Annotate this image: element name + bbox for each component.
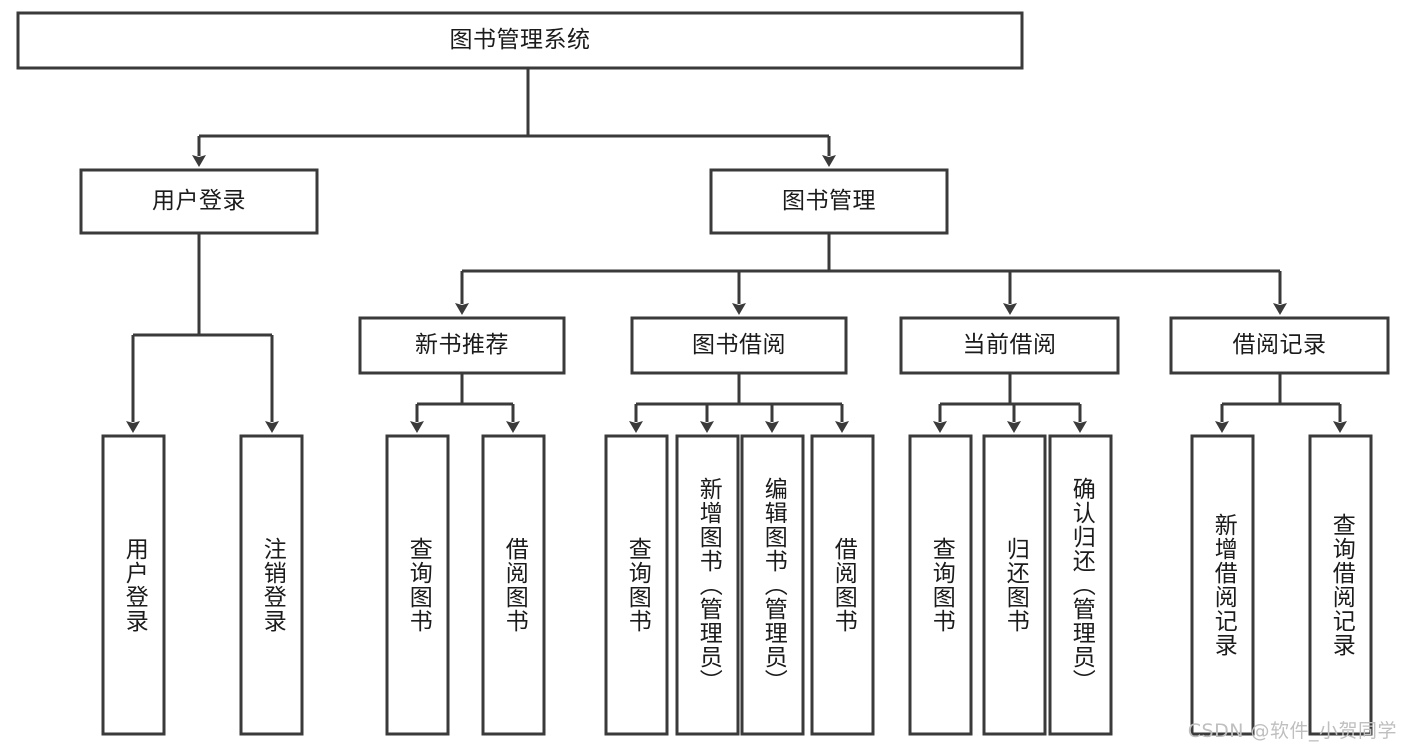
node-box-leaf-borrow-book-1[interactable] xyxy=(481,434,546,736)
node-box-leaf-logout[interactable] xyxy=(239,434,304,736)
node-box-book-borrow[interactable] xyxy=(630,316,848,375)
node-box-borrow-record[interactable] xyxy=(1169,316,1390,375)
node-box-leaf-add-book[interactable] xyxy=(675,434,740,736)
node-box-leaf-add-record[interactable] xyxy=(1190,434,1255,736)
node-box-book-manage[interactable] xyxy=(709,168,949,235)
node-box-leaf-return-book[interactable] xyxy=(982,434,1047,736)
node-box-leaf-query-book-3[interactable] xyxy=(908,434,973,736)
node-box-leaf-confirm-return[interactable] xyxy=(1048,434,1113,736)
node-box-leaf-user-login[interactable] xyxy=(101,434,166,736)
node-box-leaf-query-book-1[interactable] xyxy=(385,434,450,736)
node-box-leaf-edit-book[interactable] xyxy=(740,434,805,736)
node-box-leaf-borrow-book-2[interactable] xyxy=(810,434,875,736)
node-box-new-book-rec[interactable] xyxy=(358,316,566,375)
node-box-user-login[interactable] xyxy=(79,168,319,235)
node-box-leaf-query-book-2[interactable] xyxy=(604,434,669,736)
node-box-root[interactable] xyxy=(16,11,1024,70)
node-box-leaf-query-record[interactable] xyxy=(1308,434,1373,736)
node-box-current-borrow[interactable] xyxy=(899,316,1120,375)
